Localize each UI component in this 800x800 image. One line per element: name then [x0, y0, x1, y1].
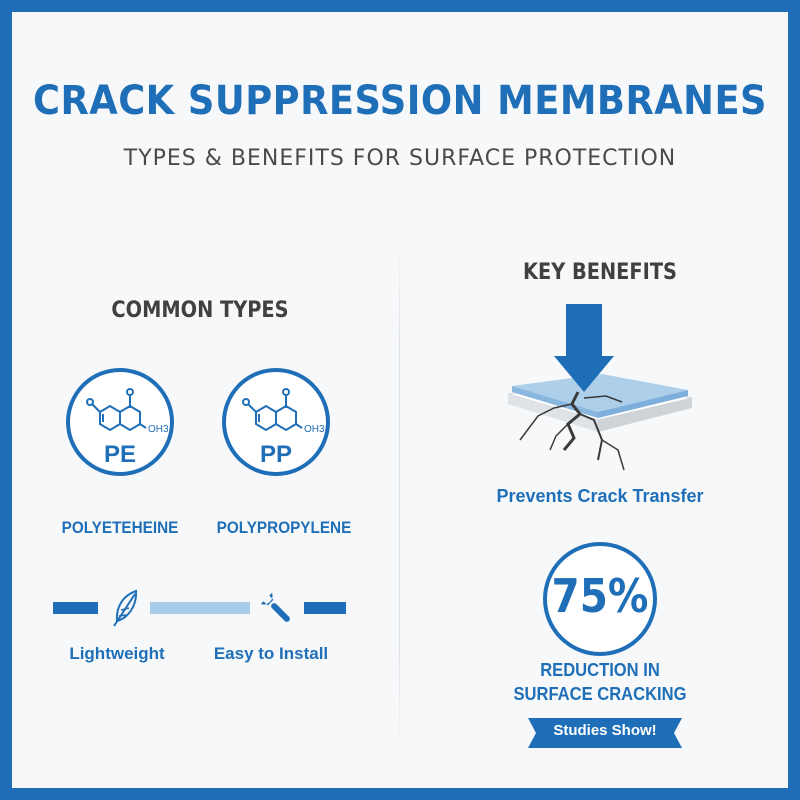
page-subtitle: TYPES & BENEFITS FOR SURFACE PROTECTION	[123, 146, 677, 171]
feature-bar-middle	[150, 602, 250, 614]
badge-label: Studies Show!	[553, 722, 657, 739]
feature-easy-install-label: Easy to Install	[213, 644, 329, 663]
feature-bar-left	[53, 602, 98, 614]
stat-value: 75%	[551, 569, 649, 623]
studies-show-badge	[528, 718, 682, 748]
oh3-label: OH3	[148, 424, 169, 435]
wrench-icon	[260, 592, 290, 622]
column-divider	[399, 235, 400, 755]
molecule-icon	[242, 388, 303, 432]
oh3-label: OH3	[304, 424, 325, 435]
feather-icon	[113, 589, 138, 627]
common-types-heading: COMMON TYPES	[111, 298, 289, 323]
cracked-layer-with-arrow-icon	[507, 304, 693, 471]
pe-abbr: PE	[104, 441, 136, 468]
benefit-label: Prevents Crack Transfer	[496, 486, 704, 506]
page-title: CRACK SUPPRESSION MEMBRANES	[32, 78, 768, 124]
pp-type-label: POLYPROPYLENE	[216, 518, 352, 537]
stat-caption-line-1: REDUCTION IN	[540, 660, 660, 680]
pp-molecule-circle: OH3 PP	[222, 368, 330, 476]
key-benefits-heading: KEY BENEFITS	[523, 260, 677, 285]
pe-molecule-circle: OH3 PE	[66, 368, 174, 476]
stat-caption: REDUCTION IN SURFACE CRACKING	[499, 658, 701, 706]
feature-lightweight-label: Lightweight	[69, 644, 165, 663]
molecule-icon	[86, 388, 147, 432]
stat-caption-line-2: SURFACE CRACKING	[513, 684, 687, 704]
feature-bar-right	[304, 602, 346, 614]
pp-abbr: PP	[260, 441, 292, 468]
pe-type-label: POLYETEHEINE	[61, 518, 179, 537]
stat-circle	[543, 542, 657, 656]
